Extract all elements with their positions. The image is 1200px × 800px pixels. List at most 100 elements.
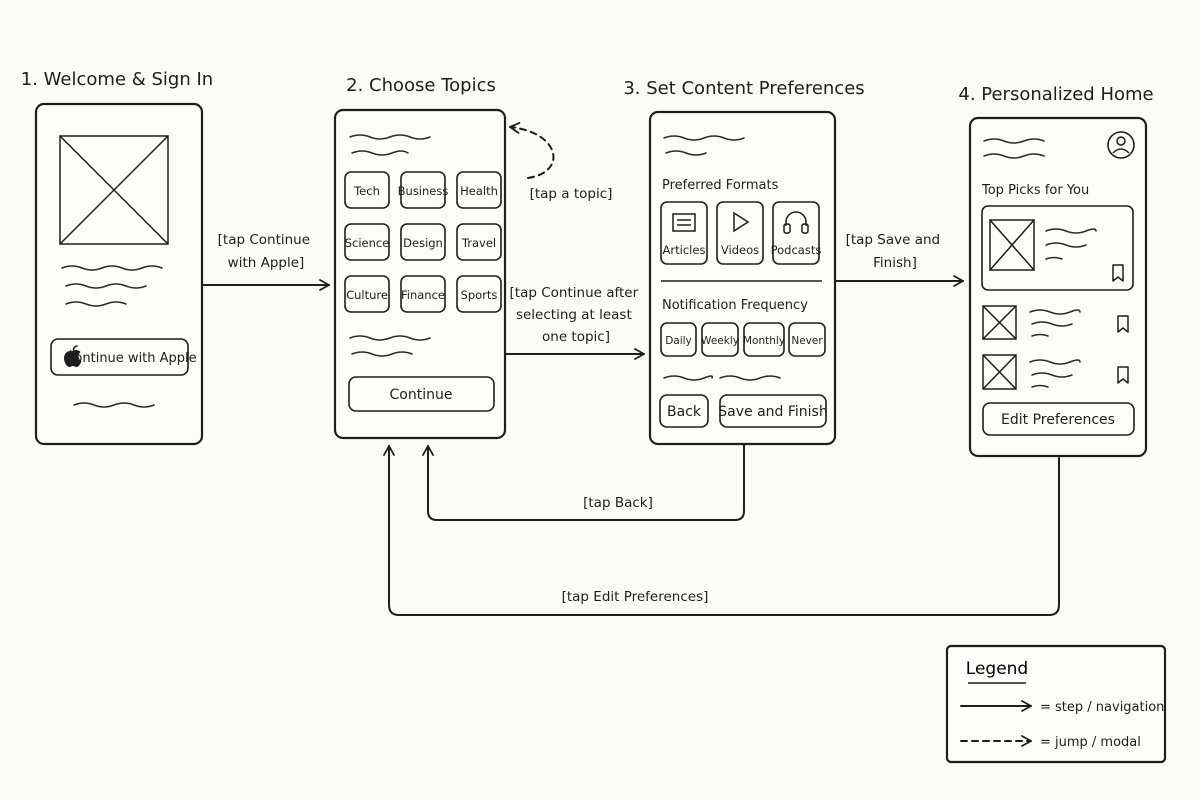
- back-button-label: Back: [667, 404, 702, 420]
- edge-label-prefs-back: [tap Back]: [583, 495, 653, 511]
- formats-heading: Preferred Formats: [662, 178, 779, 193]
- topic-chip-label: Travel: [461, 236, 496, 250]
- text-placeholder: [349, 335, 431, 341]
- legend-solid-label: = step / navigation: [1040, 700, 1164, 715]
- topic-chip-business[interactable]: Business: [398, 171, 449, 209]
- user-avatar-icon[interactable]: [1107, 131, 1135, 159]
- edge-home-edit: [383, 445, 1060, 616]
- text-placeholder: [983, 138, 1045, 144]
- text-placeholder: [719, 375, 781, 381]
- image-placeholder: [59, 135, 169, 245]
- topic-chip-label: Finance: [401, 288, 445, 302]
- topic-chip-label: Culture: [346, 288, 388, 302]
- screen-title-home: 4. Personalized Home: [958, 84, 1153, 105]
- text-placeholder: [665, 150, 707, 156]
- topic-chip-finance[interactable]: Finance: [400, 275, 446, 313]
- text-placeholder: [1031, 333, 1049, 337]
- edge-topic-self-loop[interactable]: [509, 122, 555, 179]
- format-card-label: Podcasts: [771, 243, 822, 257]
- screen-title-topics: 2. Choose Topics: [346, 75, 496, 96]
- topic-chip-sports[interactable]: Sports: [456, 275, 502, 313]
- top-picks-heading: Top Picks for You: [981, 183, 1089, 198]
- continue-with-apple-button[interactable]: Continue with Apple: [50, 338, 197, 376]
- image-placeholder: [989, 219, 1035, 271]
- apple-button-label: Continue with Apple: [65, 351, 196, 366]
- text-placeholder: [61, 265, 163, 271]
- frequency-option-weekly[interactable]: Weekly: [701, 322, 739, 357]
- edge-label-topics-to-prefs: [tap Continue after selecting at least o…: [510, 285, 643, 345]
- text-placeholder: [663, 135, 745, 141]
- edge-label-topic-self-loop: [tap a topic]: [530, 186, 613, 202]
- frequency-option-label: Weekly: [701, 335, 739, 347]
- text-placeholder: [1031, 321, 1073, 327]
- screen-preferences: 3. Set Content Preferences Preferred For…: [623, 78, 865, 446]
- list-item[interactable]: [982, 305, 1129, 340]
- image-placeholder: [982, 354, 1017, 390]
- topic-chip-label: Design: [403, 236, 443, 250]
- edges: [202, 122, 1060, 616]
- text-placeholder: [1031, 384, 1049, 388]
- featured-card[interactable]: [981, 205, 1134, 291]
- screen-title-preferences: 3. Set Content Preferences: [623, 78, 864, 99]
- topic-chip-science[interactable]: Science: [344, 223, 390, 261]
- screen-title-welcome: 1. Welcome & Sign In: [21, 69, 213, 90]
- play-icon: [733, 211, 750, 233]
- topic-chip-culture[interactable]: Culture: [344, 275, 390, 313]
- frequency-option-never[interactable]: Never: [788, 322, 826, 357]
- phone-frame-preferences: [648, 110, 837, 446]
- text-placeholder: [65, 283, 147, 289]
- save-and-finish-button[interactable]: Save and Finish: [718, 394, 828, 428]
- text-placeholder: [983, 153, 1045, 159]
- back-button[interactable]: Back: [659, 394, 709, 428]
- phone-frame-welcome: [34, 102, 204, 446]
- bookmark-icon[interactable]: [1112, 264, 1124, 282]
- apple-logo-icon: [64, 345, 82, 367]
- list-item[interactable]: [982, 354, 1129, 390]
- topic-chip-tech[interactable]: Tech: [344, 171, 390, 209]
- bookmark-icon[interactable]: [1117, 315, 1129, 333]
- bookmark-icon[interactable]: [1117, 366, 1129, 384]
- frequency-option-label: Daily: [665, 335, 692, 347]
- topic-chip-label: Science: [345, 236, 390, 250]
- legend-box: [945, 644, 1167, 764]
- text-placeholder: [351, 351, 413, 357]
- frequency-heading: Notification Frequency: [662, 298, 808, 313]
- format-card-videos[interactable]: Videos: [716, 201, 764, 265]
- edge-label-prefs-to-home: [tap Save and Finish]: [846, 232, 945, 271]
- format-card-label: Videos: [721, 243, 759, 257]
- frequency-option-row: Daily Weekly Monthly Never: [660, 322, 826, 357]
- text-placeholder: [73, 402, 155, 408]
- text-placeholder: [65, 301, 127, 307]
- topic-chip-label: Business: [398, 184, 449, 198]
- article-icon: [672, 213, 696, 232]
- topic-chip-label: Health: [460, 184, 498, 198]
- continue-button-label: Continue: [390, 387, 453, 403]
- text-placeholder: [1045, 242, 1087, 248]
- continue-button[interactable]: Continue: [348, 376, 495, 412]
- edit-preferences-button[interactable]: Edit Preferences: [982, 402, 1135, 436]
- frequency-option-monthly[interactable]: Monthly: [743, 322, 785, 357]
- format-card-articles[interactable]: Articles: [660, 201, 708, 265]
- topic-chip-health[interactable]: Health: [456, 171, 502, 209]
- text-placeholder: [351, 150, 409, 156]
- format-card-podcasts[interactable]: Podcasts: [771, 201, 822, 265]
- format-card-label: Articles: [663, 243, 706, 257]
- text-placeholder: [349, 134, 431, 140]
- edge-label-home-edit: [tap Edit Preferences]: [562, 589, 709, 605]
- text-placeholder: [1029, 309, 1081, 315]
- format-card-row: Articles Videos Podcasts: [660, 201, 822, 265]
- text-placeholder: [1045, 256, 1063, 260]
- legend-title: Legend: [966, 659, 1028, 679]
- edit-preferences-label: Edit Preferences: [1001, 412, 1115, 428]
- text-placeholder: [663, 375, 714, 381]
- text-placeholder: [1045, 228, 1097, 234]
- screen-home: 4. Personalized Home Top Picks for You: [958, 84, 1154, 458]
- frequency-option-label: Never: [791, 335, 823, 347]
- frequency-option-daily[interactable]: Daily: [660, 322, 697, 357]
- image-placeholder: [982, 305, 1017, 340]
- topic-chip-design[interactable]: Design: [400, 223, 446, 261]
- text-placeholder: [1029, 359, 1081, 365]
- topic-chip-travel[interactable]: Travel: [456, 223, 502, 261]
